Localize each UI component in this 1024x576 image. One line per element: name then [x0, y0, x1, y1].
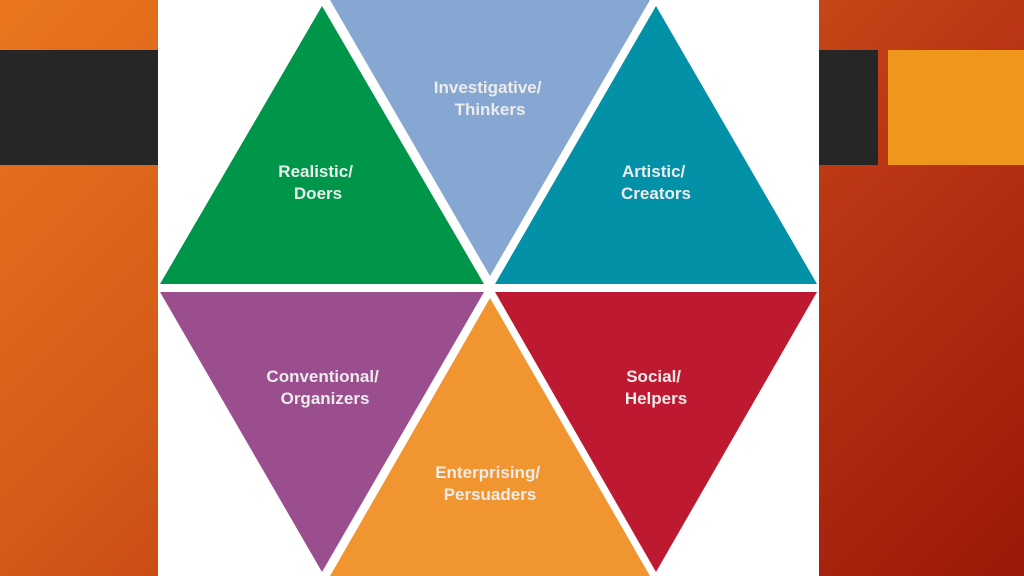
dark-band-right: [818, 50, 878, 165]
realistic-label: Realistic/ Doers: [278, 162, 357, 203]
conventional-label: Conventional/ Organizers: [266, 367, 383, 408]
conventional-segment: [160, 292, 484, 572]
orange-accent-square: [888, 50, 1024, 165]
realistic-segment: [160, 6, 484, 284]
investigative-label: Investigative/ Thinkers: [434, 78, 546, 119]
investigative-segment: [330, 0, 650, 276]
social-segment: [495, 292, 817, 572]
enterprising-label: Enterprising/ Persuaders: [435, 463, 545, 504]
enterprising-segment: [330, 298, 650, 576]
social-label: Social/ Helpers: [625, 367, 687, 408]
artistic-segment: [495, 6, 817, 284]
artistic-label: Artistic/ Creators: [621, 162, 691, 203]
dark-band-left: [0, 50, 160, 165]
